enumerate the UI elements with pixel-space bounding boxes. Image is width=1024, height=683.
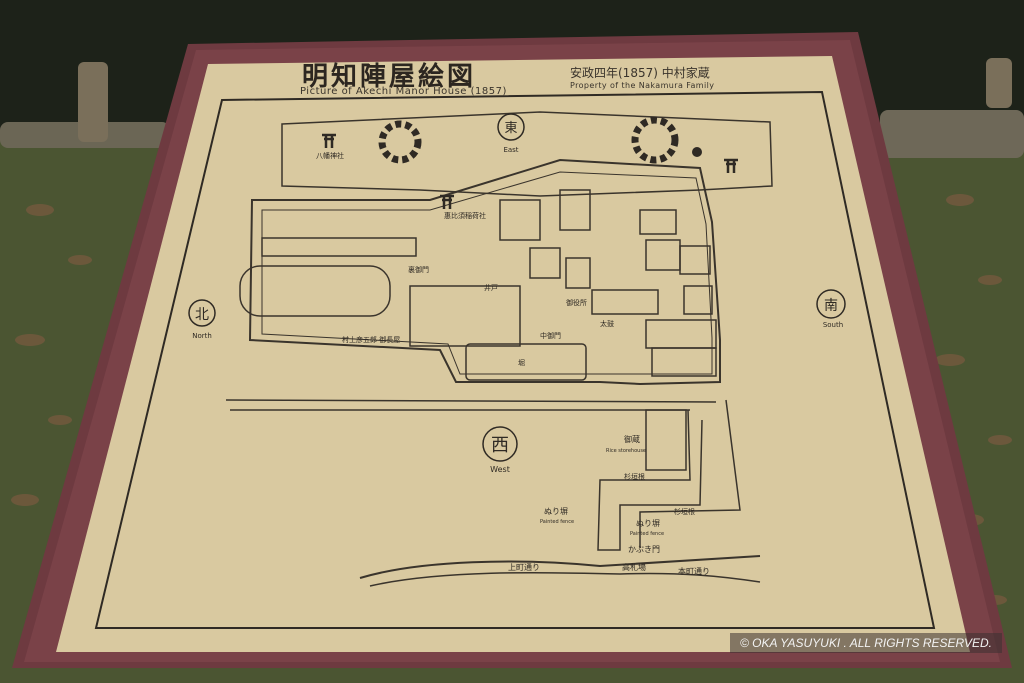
compound-wall <box>248 158 721 386</box>
label-painted-fence-left: ぬり塀 <box>544 506 568 516</box>
label-well: 井戸 <box>484 283 498 292</box>
log-rail-right <box>880 110 1024 158</box>
compound-wall-inner <box>261 171 713 375</box>
label-north-side-house: 村上彦五郎 御長屋 <box>342 335 400 344</box>
compass-east-circle <box>497 113 525 141</box>
log-post-right <box>986 58 1012 108</box>
label-cedar-fence-top: 杉垣根 <box>624 472 645 481</box>
torii-icon <box>440 194 454 209</box>
label-cedar-fence-bottom: 杉垣根 <box>674 507 695 516</box>
label-painted-fence-left-en: Painted fence <box>540 519 574 525</box>
sign-subtitle-en: Property of the Nakamura Family <box>570 81 715 90</box>
compass-east-label: East <box>503 146 518 154</box>
canal-line-2 <box>369 571 761 587</box>
grove-right-icon <box>631 116 679 164</box>
label-waterway-right: 上町通り <box>508 562 540 572</box>
east-west-road <box>225 399 717 411</box>
copyright-watermark: © OKA YASUYUKI . ALL RIGHTS RESERVED. <box>729 633 1002 653</box>
sign-subtitle-jp: 安政四年(1857) 中村家蔵 <box>570 66 710 80</box>
label-gate-main: かぶき門 <box>628 545 660 554</box>
torii-icon <box>322 133 336 148</box>
map-border <box>94 90 936 629</box>
label-painted-fence-right: ぬり塀 <box>636 518 660 528</box>
label-gate-middle: 中御門 <box>540 331 561 340</box>
compass-south-circle <box>816 289 846 319</box>
compass-west-circle <box>482 426 518 462</box>
lower-route <box>597 399 741 551</box>
label-shrine-hachiman: 八幡神社 <box>316 151 344 160</box>
buildings <box>239 189 717 471</box>
sign-title-jp: 明知陣屋絵図 <box>302 62 477 92</box>
label-waterway-center: 高札場 <box>622 562 646 572</box>
grove-left-icon <box>378 120 422 164</box>
compass-south: 南 <box>824 298 838 314</box>
compass-south-label: South <box>823 321 843 329</box>
stone-dot-icon <box>692 147 702 157</box>
label-drum: 太鼓 <box>600 319 614 328</box>
compass-north-label: North <box>192 332 212 340</box>
compass-west: 西 <box>491 435 509 456</box>
label-shrine-inari: 惠比須稲荷社 <box>444 211 486 220</box>
torii-icon <box>724 158 738 173</box>
sign-panel <box>56 56 970 652</box>
canal-line <box>359 555 761 579</box>
land-outline <box>281 111 773 197</box>
label-hall: 御役所 <box>566 298 587 307</box>
compass-north-circle <box>188 299 216 327</box>
label-gate-back: 裏御門 <box>408 265 429 274</box>
compass-north: 北 <box>195 307 209 323</box>
label-storehouse-en: Rice storehouse <box>606 448 646 454</box>
sign-title-en: Picture of Akechi Manor House (1857) <box>300 86 507 97</box>
label-painted-fence-right-en: Painted fence <box>630 531 664 537</box>
label-waterway-far: 本町通り <box>678 566 710 576</box>
compass-west-label: West <box>490 465 510 474</box>
label-pond: 堀 <box>518 358 525 367</box>
log-post-left <box>78 62 108 142</box>
label-storehouse: 御蔵 <box>624 434 640 444</box>
compass-east: 東 <box>504 120 517 136</box>
